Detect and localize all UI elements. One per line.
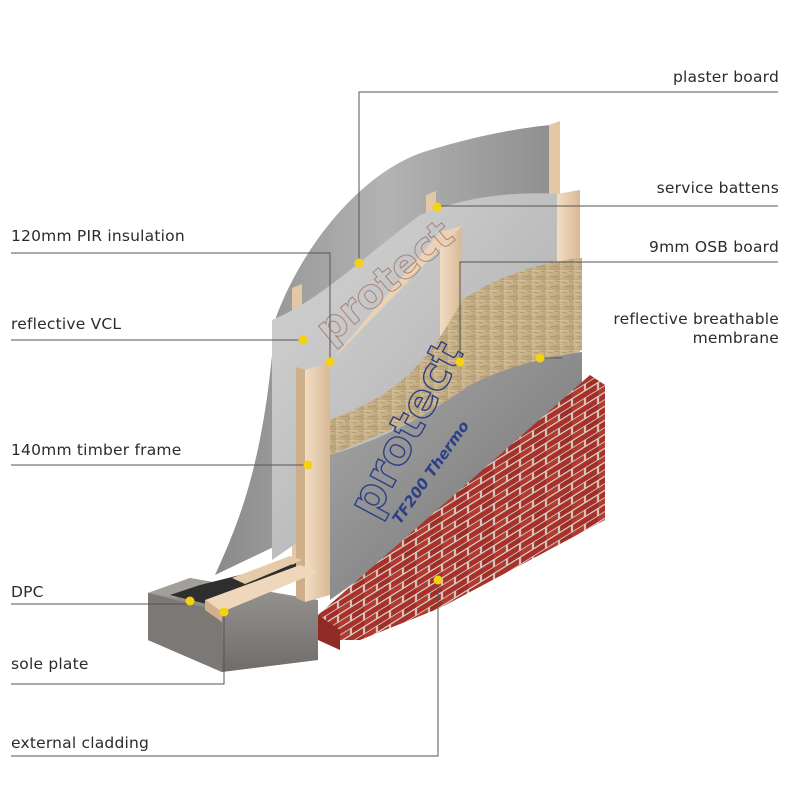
marker-osb-board xyxy=(455,357,465,367)
marker-sole-plate xyxy=(219,607,229,617)
leader-cladding xyxy=(11,580,439,757)
osb-board-layer xyxy=(330,258,582,455)
label-sole-plate: sole plate xyxy=(11,655,89,673)
label-service-battens: service battens xyxy=(656,179,779,197)
label-timber-frame: 140mm timber frame xyxy=(11,441,182,459)
label-membrane-line2: membrane xyxy=(692,329,779,347)
marker-timber-frame xyxy=(303,460,313,470)
leader-sole-plate xyxy=(11,612,225,685)
sole-plate-timber xyxy=(205,556,318,622)
leader-pir-insulation xyxy=(11,252,331,362)
marker-pir-insulation xyxy=(325,357,335,367)
marker-membrane xyxy=(535,353,545,363)
label-reflective-vcl: reflective VCL xyxy=(11,315,122,333)
leader-osb-board xyxy=(459,261,778,362)
marker-dpc xyxy=(185,596,195,606)
marker-vcl xyxy=(298,335,308,345)
brick-cladding xyxy=(318,375,605,650)
marker-service-battens xyxy=(432,202,442,212)
label-osb-board: 9mm OSB board xyxy=(649,238,779,256)
label-plaster-board: plaster board xyxy=(673,68,779,86)
leader-lines xyxy=(11,91,778,757)
label-dpc: DPC xyxy=(11,583,44,601)
label-external-cladding: external cladding xyxy=(11,734,150,752)
marker-cladding xyxy=(433,575,443,585)
label-membrane-line1: reflective breathable xyxy=(613,310,779,328)
dpc-strip xyxy=(170,560,310,606)
label-breathable-membrane: reflective breathable membrane xyxy=(613,310,779,348)
marker-plaster-board xyxy=(354,258,364,268)
leader-plaster-board xyxy=(358,91,778,262)
marker-dots xyxy=(185,202,545,617)
label-pir-insulation: 120mm PIR insulation xyxy=(11,227,185,245)
